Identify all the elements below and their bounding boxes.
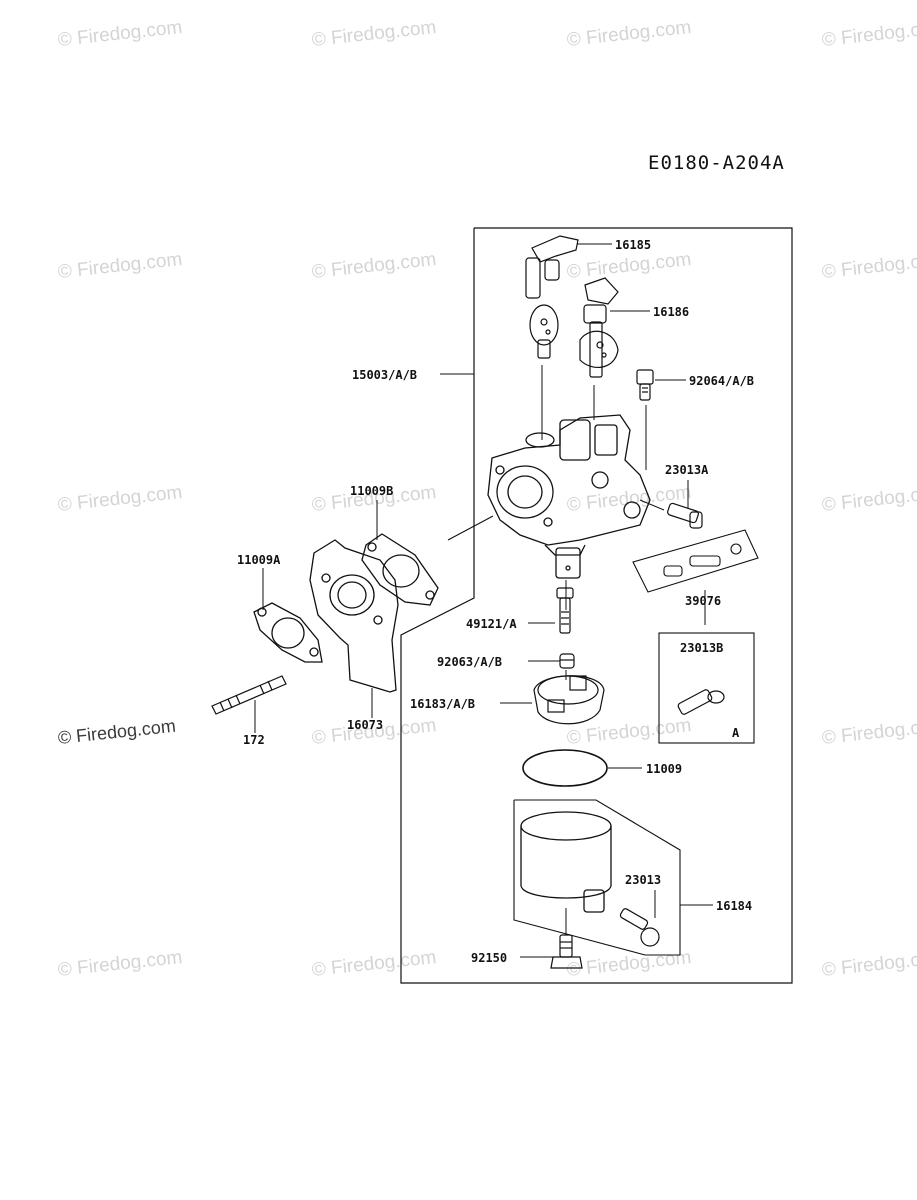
part-label-16186: 16186 xyxy=(653,305,690,319)
float xyxy=(533,675,605,725)
part-label-11009: 11009 xyxy=(646,762,683,776)
part-label-16073: 16073 xyxy=(347,718,384,732)
main-jet xyxy=(559,653,575,669)
stud-172 xyxy=(211,675,287,715)
part-label-92063: 92063/A/B xyxy=(437,655,503,669)
drain-screw xyxy=(550,934,583,969)
assembly-frame xyxy=(400,227,793,984)
part-label-11009B: 11009B xyxy=(350,484,394,498)
part-label-16185: 16185 xyxy=(615,238,652,252)
part-label-23013A: 23013A xyxy=(665,463,709,477)
part-label-49121: 49121/A xyxy=(466,617,517,631)
screw-23013A xyxy=(667,502,703,529)
part-label-15003: 15003/A/B xyxy=(352,368,418,382)
gasket-11009A xyxy=(253,602,323,663)
part-label-16184: 16184 xyxy=(716,899,753,913)
carburetor-body xyxy=(487,414,651,579)
part-label-11009A: 11009A xyxy=(237,553,281,567)
part-label-92150: 92150 xyxy=(471,951,508,965)
gasket-11009B xyxy=(361,533,439,606)
kit-39076 xyxy=(632,529,759,593)
pilot-jet xyxy=(636,369,654,401)
heat-plate-16073 xyxy=(309,539,399,693)
float-needle xyxy=(556,587,574,634)
choke-shaft xyxy=(579,277,619,378)
throttle-shaft xyxy=(525,235,579,359)
inset-tag: A xyxy=(732,726,740,740)
part-label-92064: 92064/A/B xyxy=(689,374,755,388)
part-label-172: 172 xyxy=(243,733,265,747)
part-label-16183: 16183/A/B xyxy=(410,697,476,711)
part-label-39076: 39076 xyxy=(685,594,722,608)
part-label-23013B: 23013B xyxy=(680,641,724,655)
bowl-bracket xyxy=(513,799,681,956)
screw-23013B xyxy=(677,689,725,715)
inset-23013B xyxy=(658,632,755,744)
float-bowl xyxy=(520,811,612,913)
diagram-code: E0180-A204A xyxy=(648,152,785,174)
part-label-23013: 23013 xyxy=(625,873,662,887)
o-ring-11009 xyxy=(522,749,608,787)
screw-23013 xyxy=(619,908,660,947)
